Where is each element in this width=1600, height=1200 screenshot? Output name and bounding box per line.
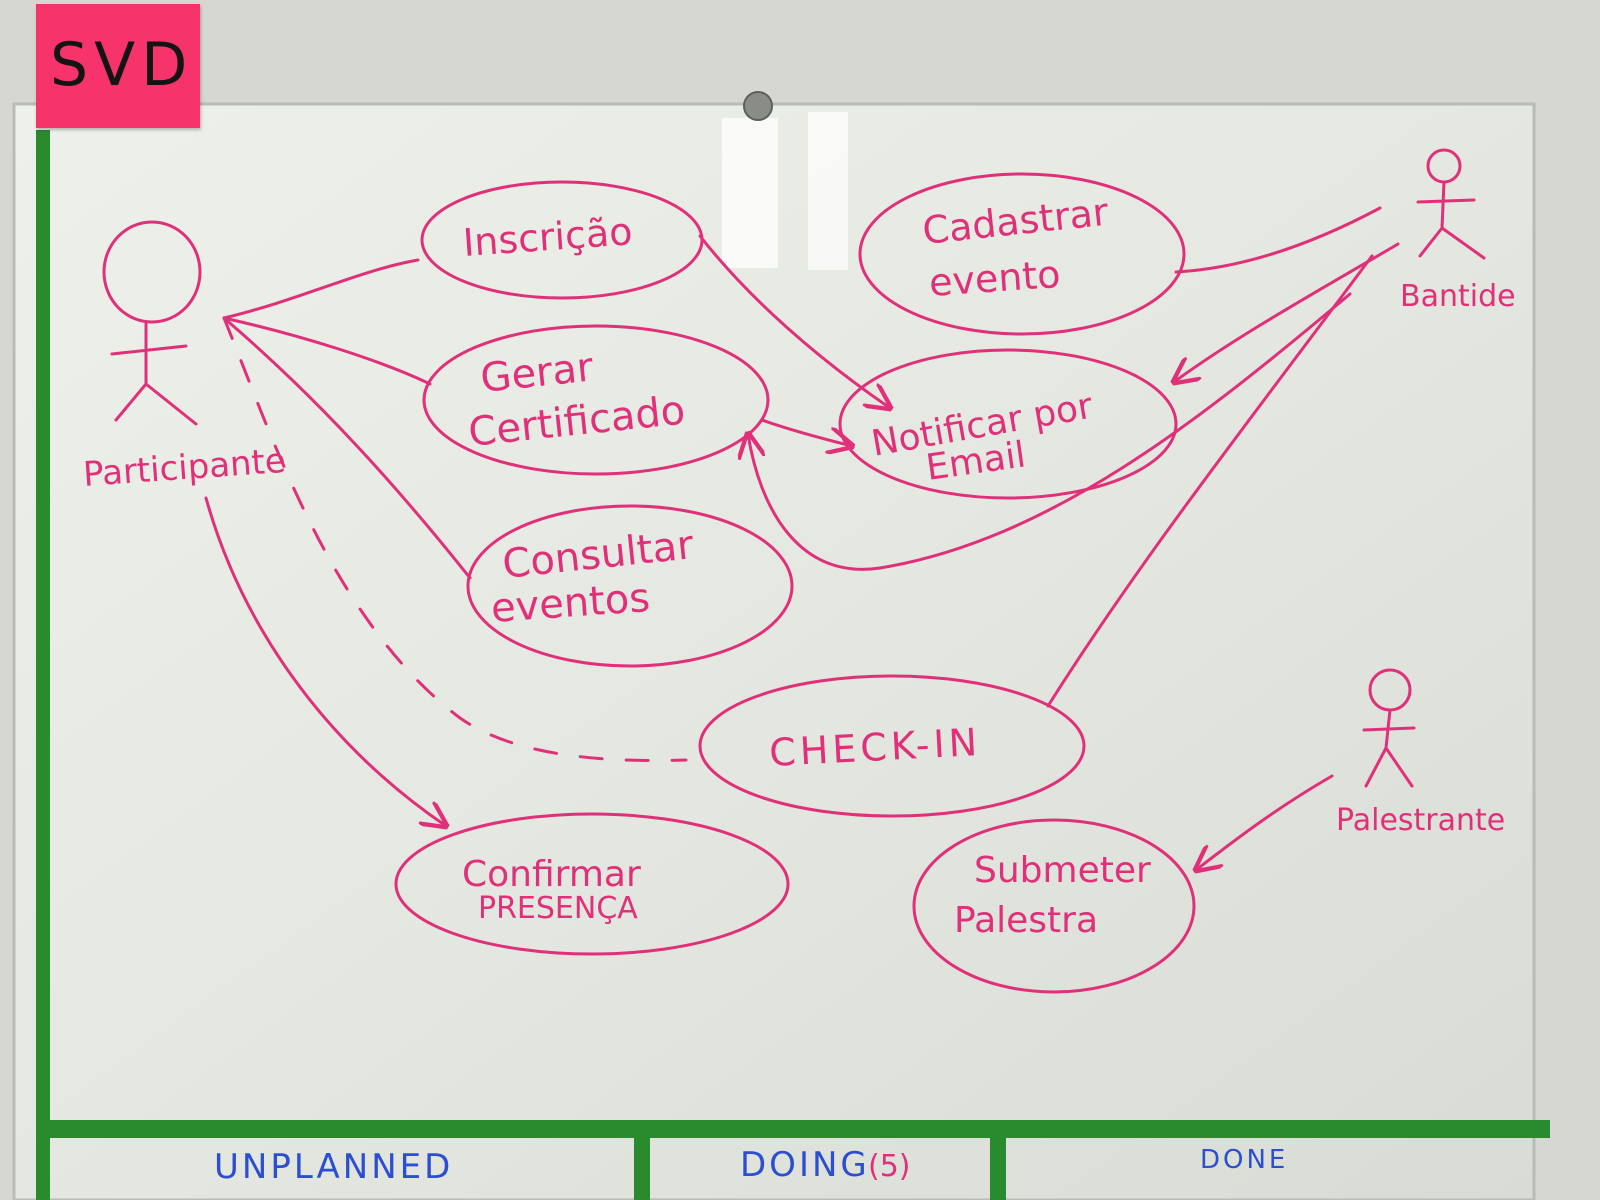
line-participante-gerar bbox=[222, 316, 432, 386]
tape-bottom bbox=[40, 1120, 1550, 1138]
actor-participante-figure bbox=[102, 220, 202, 426]
line-participante-checkin-dashed bbox=[222, 316, 688, 762]
usecase-check-in bbox=[698, 674, 1086, 818]
usecase-label-confirmar-line2: PRESENÇA bbox=[478, 891, 638, 926]
usecase-label-cadastrar-line2: evento bbox=[928, 252, 1062, 305]
magnet bbox=[743, 91, 773, 121]
line-inscricao-notificar bbox=[698, 234, 890, 408]
usecase-inscricao bbox=[420, 180, 704, 300]
sticky-note: SVD bbox=[36, 4, 200, 128]
actor-label-bantide: Bantide bbox=[1400, 279, 1516, 314]
actor-palestrante-figure bbox=[1362, 668, 1416, 788]
usecase-label-submeter-line1: Submeter bbox=[974, 850, 1151, 891]
actor-bantide-figure bbox=[1416, 148, 1486, 260]
line-participante-confirmar bbox=[204, 496, 446, 826]
tape-divider-2 bbox=[990, 1130, 1006, 1200]
usecase-label-submeter-line2: Palestra bbox=[954, 900, 1098, 941]
usecase-submeter-palestra bbox=[912, 818, 1196, 994]
column-label-unplanned: UNPLANNED bbox=[214, 1147, 453, 1187]
usecase-label-consultar-line2: eventos bbox=[489, 575, 651, 632]
actor-label-palestrante: Palestrante bbox=[1336, 803, 1505, 838]
line-bantide-gerar bbox=[748, 292, 1352, 571]
usecase-label-confirmar-line1: Confirmar bbox=[462, 854, 641, 895]
sticky-note-text: SVD bbox=[50, 30, 194, 100]
line-participante-consultar bbox=[222, 316, 472, 580]
usecase-notificar-email bbox=[838, 348, 1178, 500]
light-reflection-right bbox=[808, 112, 848, 270]
whiteboard bbox=[12, 102, 1536, 1200]
column-label-done: DONE bbox=[1200, 1145, 1288, 1175]
column-label-doing-count: (5) bbox=[868, 1149, 911, 1184]
light-reflection-left bbox=[722, 118, 778, 268]
usecase-confirmar-presenca bbox=[394, 812, 790, 956]
column-label-doing: DOING bbox=[740, 1145, 870, 1185]
usecase-cadastrar-evento bbox=[858, 172, 1186, 336]
line-gerar-notificar bbox=[760, 418, 852, 446]
usecase-gerar-certificado bbox=[422, 324, 770, 476]
line-palestrante-submeter bbox=[1196, 774, 1334, 870]
tape-divider-1 bbox=[634, 1120, 650, 1200]
usecase-consultar-eventos bbox=[466, 504, 794, 668]
line-bantide-checkin bbox=[1046, 254, 1374, 708]
line-bantide-cadastrar bbox=[1174, 206, 1382, 274]
line-participante-inscricao bbox=[222, 258, 420, 320]
tape-left bbox=[36, 130, 50, 1200]
